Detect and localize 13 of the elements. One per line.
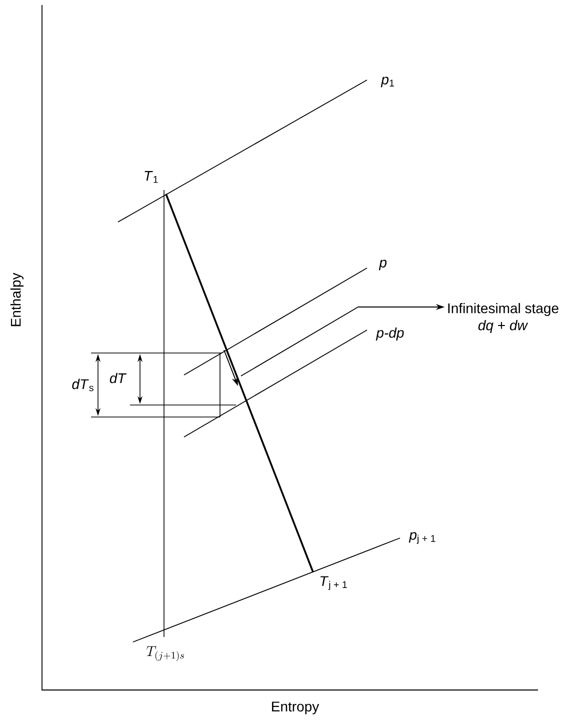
callout-text: Infinitesimal stage dq + dw <box>448 302 558 334</box>
isobar-label: p$_{1}$ <box>380 76 394 88</box>
axis-title: Entropy <box>272 702 320 714</box>
temperature-label: T$_{1}$ <box>144 171 158 183</box>
dimension-label: dT <box>110 372 127 384</box>
temperature-label: T$_{j + 1}$ <box>320 576 347 590</box>
dimension-label: dT$_{s}$ <box>72 378 94 392</box>
axis-title: Enthalpy <box>10 272 24 326</box>
temperature-label: $T_{(j+1)s}$ <box>146 646 184 662</box>
isobar-label: p-dp <box>376 327 404 341</box>
isobar-label: p$_{j + 1}$ <box>408 532 436 544</box>
isobar-label: p <box>378 260 387 270</box>
isobar-line <box>240 306 359 376</box>
